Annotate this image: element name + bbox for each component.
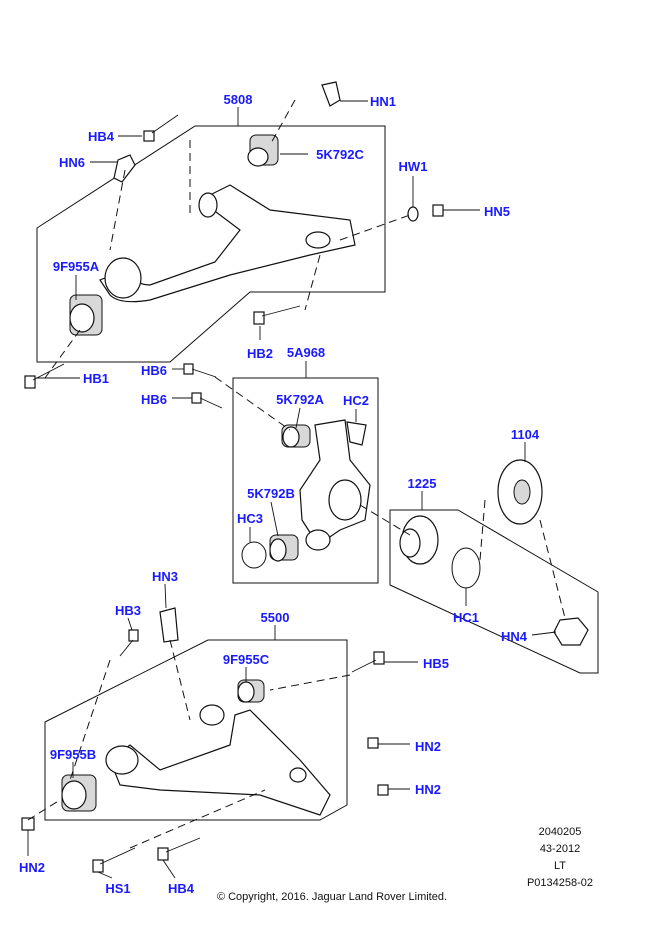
circlip-hc1 xyxy=(451,547,481,589)
info-side: LT xyxy=(554,860,566,872)
callout-1225[interactable]: 1225 xyxy=(408,476,437,491)
callout-hn6[interactable]: HN6 xyxy=(59,155,85,170)
callout-hb2[interactable]: HB2 xyxy=(247,346,273,361)
nut-hn4 xyxy=(553,617,589,646)
bolt-hb1 xyxy=(24,363,65,389)
copyright: © Copyright, 2016. Jaguar Land Rover Lim… xyxy=(217,891,447,903)
bearing-group-box xyxy=(389,509,599,674)
callout-hc3[interactable]: HC3 xyxy=(237,511,263,526)
callout-9f955b[interactable]: 9F955B xyxy=(50,747,96,762)
bolt-hb5 xyxy=(351,651,385,673)
bush-9f955b xyxy=(61,774,97,812)
nut-hn2-a xyxy=(367,737,379,749)
callout-hc2[interactable]: HC2 xyxy=(343,393,369,408)
callout-hn4[interactable]: HN4 xyxy=(501,629,528,644)
callout-hb3[interactable]: HB3 xyxy=(115,603,141,618)
bracket-hn6 xyxy=(113,154,136,183)
callout-hn3[interactable]: HN3 xyxy=(152,569,178,584)
callout-5k792b[interactable]: 5K792B xyxy=(247,486,295,501)
nut-hn2-b xyxy=(377,784,389,796)
circlip-hc3 xyxy=(241,541,267,569)
clip-hn1 xyxy=(321,81,341,107)
knuckle-5a968 xyxy=(299,419,371,551)
callout-1104[interactable]: 1104 xyxy=(511,427,540,442)
bush-9f955a xyxy=(69,257,142,336)
bolt-hs1 xyxy=(92,847,136,873)
bolt-hb6-b xyxy=(191,392,223,409)
bolt-hb6-a xyxy=(183,363,217,378)
callout-9f955a[interactable]: 9F955A xyxy=(53,259,100,274)
hub-1104 xyxy=(497,459,543,525)
bush-5k792b xyxy=(269,534,299,562)
lower-control-arm xyxy=(105,704,331,816)
bolt-hb2 xyxy=(253,305,301,325)
bolt-hb4-top xyxy=(143,114,179,142)
upper-control-arm xyxy=(99,184,356,303)
lower-arm-group-box xyxy=(44,639,348,821)
callout-5808[interactable]: 5808 xyxy=(224,92,253,107)
knuckle-group-box xyxy=(232,377,379,584)
callout-hw1[interactable]: HW1 xyxy=(399,159,428,174)
callout-hb5[interactable]: HB5 xyxy=(423,656,449,671)
callout-5a968[interactable]: 5A968 xyxy=(287,345,325,360)
upper-arm-group-box xyxy=(36,125,386,363)
callout-5500[interactable]: 5500 xyxy=(261,610,290,625)
callout-hb6-a[interactable]: HB6 xyxy=(141,363,167,378)
bush-5k792c xyxy=(247,134,279,167)
callout-hn2-a[interactable]: HN2 xyxy=(415,739,441,754)
washer-hw1 xyxy=(407,206,419,222)
callout-hc1[interactable]: HC1 xyxy=(453,610,479,625)
callout-9f955c[interactable]: 9F955C xyxy=(223,652,270,667)
callout-hn2-c[interactable]: HN2 xyxy=(19,860,45,875)
info-code: 2040205 xyxy=(539,826,582,838)
clip-hc2 xyxy=(346,421,367,446)
callout-hs1[interactable]: HS1 xyxy=(105,881,130,896)
callout-hb6-b[interactable]: HB6 xyxy=(141,392,167,407)
bolt-hb4-bottom xyxy=(157,837,201,861)
callout-hb4-top[interactable]: HB4 xyxy=(88,129,115,144)
info-date: 43-2012 xyxy=(540,843,580,855)
bush-5k792a xyxy=(281,424,311,448)
callout-hn2-b[interactable]: HN2 xyxy=(415,782,441,797)
callout-hn5[interactable]: HN5 xyxy=(484,204,510,219)
callout-hn1[interactable]: HN1 xyxy=(370,94,396,109)
bolt-hb3 xyxy=(119,629,139,657)
callout-5k792a[interactable]: 5K792A xyxy=(276,392,324,407)
bracket-hn3 xyxy=(159,607,179,643)
callout-hb4-bottom[interactable]: HB4 xyxy=(168,881,195,896)
info-illustration-id: P0134258-02 xyxy=(527,877,593,889)
nut-hn5 xyxy=(432,204,444,217)
callout-5k792c[interactable]: 5K792C xyxy=(316,147,364,162)
callout-hb1[interactable]: HB1 xyxy=(83,371,109,386)
bush-9f955c xyxy=(237,679,265,703)
bearing-1225 xyxy=(399,515,439,565)
